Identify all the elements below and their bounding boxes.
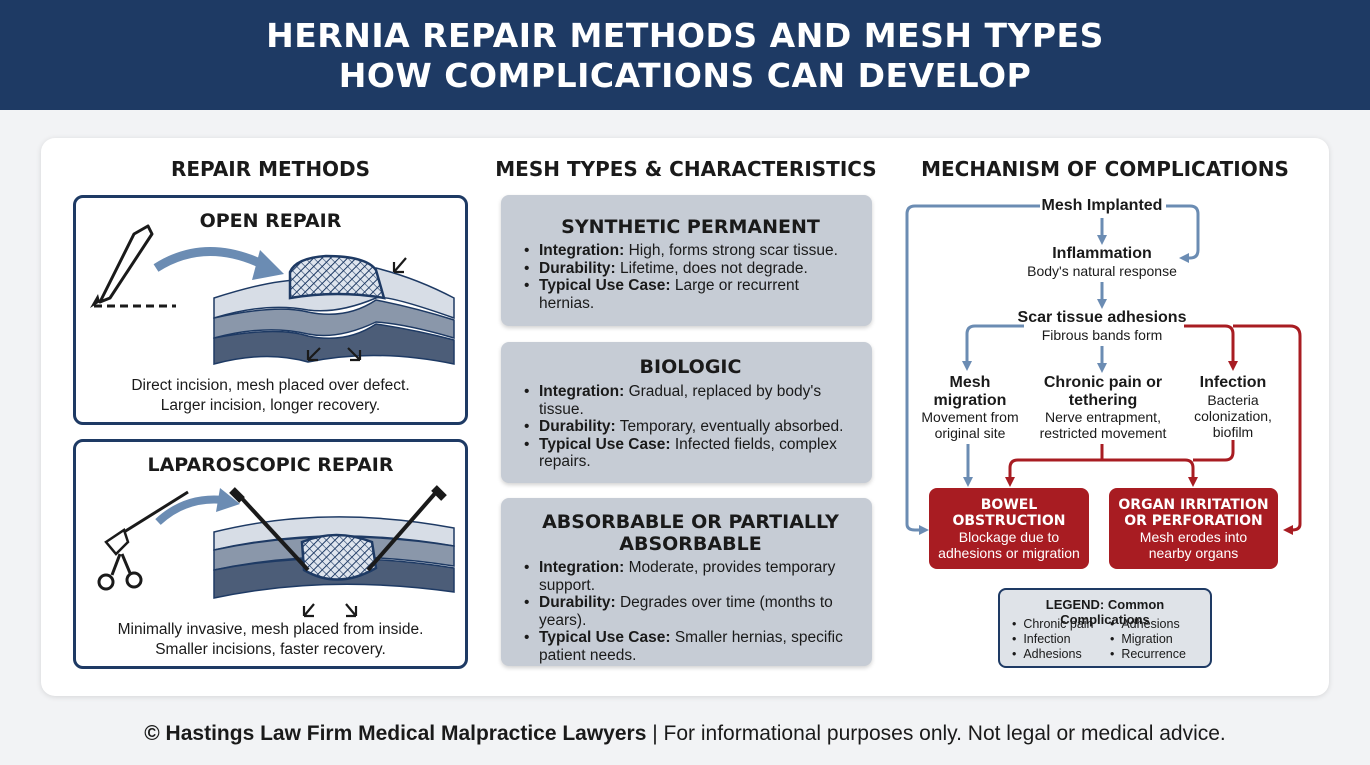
organ-perforation-sub-2: nearby organs (1148, 545, 1239, 561)
complications-legend: LEGEND: Common Complications • Chronic p… (998, 588, 1212, 668)
mesh-card-synthetic: SYNTHETIC PERMANENT Integration: High, f… (501, 195, 872, 326)
footer-disclaimer-text: | For informational purposes only. Not l… (646, 722, 1226, 745)
mesh-durability: Durability: Lifetime, does not degrade. (524, 260, 858, 278)
mesh-types-heading: MESH TYPES & CHARACTERISTICS (495, 157, 877, 181)
legend-item: • Adhesions (1012, 647, 1082, 661)
flow-scar-tissue: Scar tissue adhesions (1017, 309, 1187, 326)
bowel-obstruction-title-1: BOWEL (980, 497, 1038, 513)
mesh-use-case: Typical Use Case: Infected fields, compl… (524, 436, 858, 471)
legend-title: LEGEND: Common Complications (1045, 597, 1165, 627)
mesh-patch (288, 254, 386, 300)
laparoscopic-repair-card: LAPAROSCOPIC REPAIR Minimally invasive, … (73, 439, 468, 669)
organ-perforation-sub-1: Mesh erodes into (1139, 529, 1248, 545)
open-repair-desc-1: Direct incision, mesh placed over defect… (131, 377, 410, 394)
organ-perforation-title-2: OR PERFORATION (1124, 513, 1263, 529)
scalpel-icon (90, 224, 176, 308)
mesh-integration: Integration: High, forms strong scar tis… (524, 242, 858, 260)
organ-perforation-title-1: ORGAN IRRITATION (1118, 497, 1269, 513)
insert-arrow (153, 247, 269, 272)
flow-infection: Infection (1199, 374, 1267, 391)
footer-disclaimer: © Hastings Law Firm Medical Malpractice … (0, 722, 1370, 746)
laparoscopic-repair-illustration (97, 485, 455, 618)
flow-scar-tissue-sub: Fibrous bands form (1041, 327, 1163, 343)
organ-perforation-box: ORGAN IRRITATION OR PERFORATION Mesh ero… (1109, 488, 1278, 569)
flow-inflammation-sub: Body's natural response (1027, 263, 1177, 279)
mesh-integration: Integration: Gradual, replaced by body's… (524, 383, 858, 418)
laparoscopic-tool-icon (97, 490, 189, 591)
flow-mesh-migration-sub-2: original site (934, 425, 1006, 441)
open-repair-desc-2: Larger incision, longer recovery. (160, 397, 381, 414)
mesh-card-title: ABSORBABLE OR PARTIALLY (542, 511, 839, 533)
mesh-use-case: Typical Use Case: Smaller hernias, speci… (524, 629, 858, 664)
complications-heading: MECHANISM OF COMPLICATIONS (921, 157, 1289, 181)
flow-infection-sub-1: Bacteria (1207, 392, 1259, 408)
mesh-use-case: Typical Use Case: Large or recurrent her… (524, 277, 858, 312)
open-repair-illustration (90, 224, 455, 365)
legend-item: • Adhesions (1110, 617, 1180, 631)
mesh-durability: Durability: Temporary, eventually absorb… (524, 418, 858, 436)
page-title-line1: HERNIA REPAIR METHODS AND MESH TYPES (266, 16, 1104, 55)
mesh-integration: Integration: Moderate, provides temporar… (524, 559, 858, 594)
mesh-durability: Durability: Degrades over time (months t… (524, 594, 858, 629)
flow-inflammation: Inflammation (1052, 245, 1152, 262)
laparoscopic-repair-desc-2: Smaller incisions, faster recovery. (155, 641, 386, 658)
flow-chronic-pain-sub-1: Nerve entrapment, (1045, 409, 1161, 425)
bowel-obstruction-sub-1: Blockage due to (958, 529, 1060, 545)
page-header: HERNIA REPAIR METHODS AND MESH TYPES HOW… (0, 0, 1370, 110)
flow-mesh-implanted: Mesh Implanted (1041, 197, 1163, 214)
mesh-card-title: SYNTHETIC PERMANENT (561, 216, 820, 238)
bowel-obstruction-title-2: OBSTRUCTION (952, 513, 1066, 529)
mesh-card-title-2: ABSORBABLE (619, 533, 762, 555)
legend-column-right: • Adhesions • Migration • Recurrence (1110, 617, 1186, 662)
legend-item: • Recurrence (1110, 647, 1186, 661)
repair-methods-heading: REPAIR METHODS (170, 157, 371, 181)
flow-infection-sub-3: biofilm (1212, 424, 1254, 440)
mesh-card-title: BIOLOGIC (639, 356, 742, 378)
open-repair-card: OPEN REPAIR Direct incision, mesh placed… (73, 195, 468, 425)
laparoscopic-repair-desc-1: Minimally invasive, mesh placed from ins… (117, 621, 424, 638)
bowel-obstruction-sub-2: adhesions or migration (938, 545, 1080, 561)
mesh-card-biologic: BIOLOGIC Integration: Gradual, replaced … (501, 342, 872, 483)
laparoscopic-repair-title: LAPAROSCOPIC REPAIR (147, 454, 394, 476)
legend-item: • Infection (1012, 632, 1071, 646)
flow-mesh-migration-1: Mesh (949, 374, 991, 391)
flow-infection-sub-2: colonization, (1194, 408, 1272, 424)
flow-mesh-migration-2: migration (933, 392, 1007, 409)
legend-item: • Chronic pain (1012, 617, 1094, 631)
flow-chronic-pain-2: tethering (1068, 392, 1138, 409)
flow-chronic-pain-sub-2: restricted movement (1039, 425, 1167, 441)
flow-mesh-migration-sub-1: Movement from (921, 409, 1019, 425)
bowel-obstruction-box: BOWEL OBSTRUCTION Blockage due to adhesi… (929, 488, 1089, 569)
page-title-line2: HOW COMPLICATIONS CAN DEVELOP (338, 56, 1032, 95)
legend-item: • Migration (1110, 632, 1173, 646)
open-repair-title: OPEN REPAIR (199, 210, 342, 232)
mesh-card-absorbable: ABSORBABLE OR PARTIALLY ABSORBABLE Integ… (501, 498, 872, 666)
footer-firm-name: © Hastings Law Firm Medical Malpractice … (144, 722, 647, 745)
flow-chronic-pain-1: Chronic pain or (1043, 374, 1163, 391)
legend-column-left: • Chronic pain • Infection • Adhesions (1012, 617, 1094, 662)
